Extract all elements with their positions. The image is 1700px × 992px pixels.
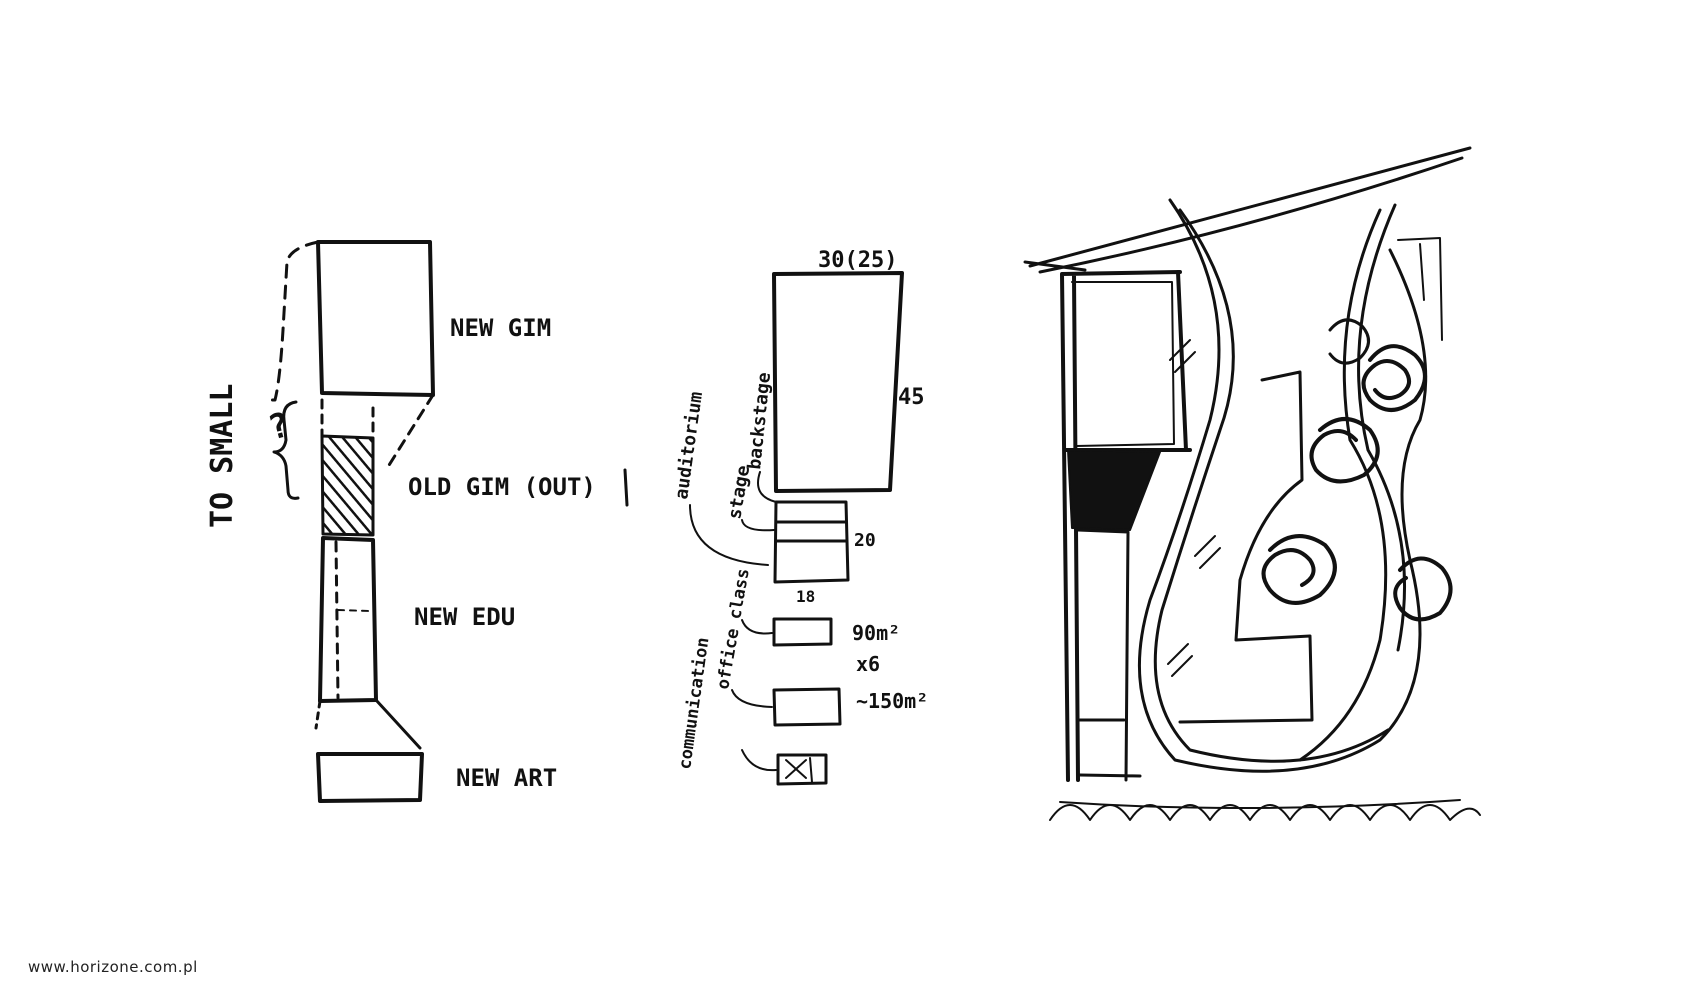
office-label: office bbox=[713, 627, 743, 691]
dim-right-main: 45 bbox=[898, 385, 925, 410]
old-gim-label: OLD GIM (OUT) bbox=[408, 473, 596, 501]
old-gym-block bbox=[320, 434, 375, 537]
leader-office bbox=[731, 689, 773, 708]
brace bbox=[272, 400, 300, 500]
right-frame bbox=[1397, 237, 1443, 341]
new-art-block bbox=[316, 752, 424, 803]
edu-dash-tick bbox=[337, 609, 371, 612]
new-art-label: NEW ART bbox=[456, 764, 557, 792]
inner-outline bbox=[1178, 370, 1314, 724]
communication-cross bbox=[785, 757, 813, 783]
dashed-link-right bbox=[384, 393, 435, 472]
office-area-label: ~150m² bbox=[856, 689, 928, 713]
dashed-link-left bbox=[264, 240, 320, 402]
stage-label: stage bbox=[724, 464, 754, 521]
leader-class bbox=[741, 619, 773, 635]
leader-communication bbox=[741, 749, 777, 772]
dim-bottom-stage: 18 bbox=[796, 587, 815, 606]
lower-wall bbox=[1076, 528, 1142, 782]
class-label: class bbox=[725, 567, 754, 621]
massing-sketch bbox=[264, 240, 629, 803]
auditorium-label: auditorium bbox=[671, 390, 707, 500]
office-block bbox=[772, 687, 842, 727]
communication-block bbox=[776, 753, 828, 786]
ground-line-2 bbox=[1059, 799, 1461, 810]
new-gym-block bbox=[316, 240, 435, 397]
dim-top: 30(25) bbox=[818, 248, 897, 273]
new-gim-label: NEW GIM bbox=[450, 314, 551, 342]
question-mark: ? bbox=[264, 405, 294, 449]
funnel-left bbox=[314, 699, 322, 730]
dim-right-stage: 20 bbox=[854, 530, 876, 551]
out-bracket bbox=[623, 468, 629, 507]
tree-scribble-3 bbox=[1261, 534, 1337, 605]
class-count-label: x6 bbox=[856, 652, 880, 676]
funnel-right bbox=[374, 698, 422, 750]
leader-auditorium bbox=[689, 504, 769, 566]
dark-band bbox=[1067, 449, 1161, 531]
tree-scribble-4 bbox=[1393, 556, 1453, 622]
tree-scribble-2 bbox=[1309, 417, 1380, 484]
programme-sketch bbox=[689, 271, 904, 786]
class-block bbox=[772, 617, 833, 647]
flow-curve-3 bbox=[1298, 208, 1388, 762]
stage-block bbox=[773, 500, 850, 584]
perspective-sketch bbox=[1023, 146, 1481, 821]
communication-label: communication bbox=[675, 636, 713, 771]
backstage-label: backstage bbox=[744, 371, 775, 470]
class-area-label: 90m² bbox=[852, 621, 900, 645]
ground-line bbox=[1049, 804, 1481, 821]
new-edu-block bbox=[318, 536, 378, 703]
website-footer: www.horizone.com.pl bbox=[28, 958, 198, 976]
flow-curve-2 bbox=[1153, 208, 1390, 763]
leader-backstage bbox=[757, 471, 777, 503]
to-small-label: TO SMALL bbox=[205, 384, 240, 529]
auditorium-block bbox=[772, 271, 904, 493]
flow-curve-1 bbox=[1137, 198, 1428, 773]
curve-ticks bbox=[1167, 339, 1221, 677]
tree-scribble-5 bbox=[1328, 318, 1370, 365]
tree-scribble-1 bbox=[1361, 344, 1427, 412]
left-window-frame bbox=[1071, 281, 1175, 447]
roof-line bbox=[1023, 146, 1472, 274]
edu-dashed-core bbox=[334, 540, 340, 700]
new-edu-label: NEW EDU bbox=[414, 603, 515, 631]
leader-stage bbox=[741, 519, 775, 532]
